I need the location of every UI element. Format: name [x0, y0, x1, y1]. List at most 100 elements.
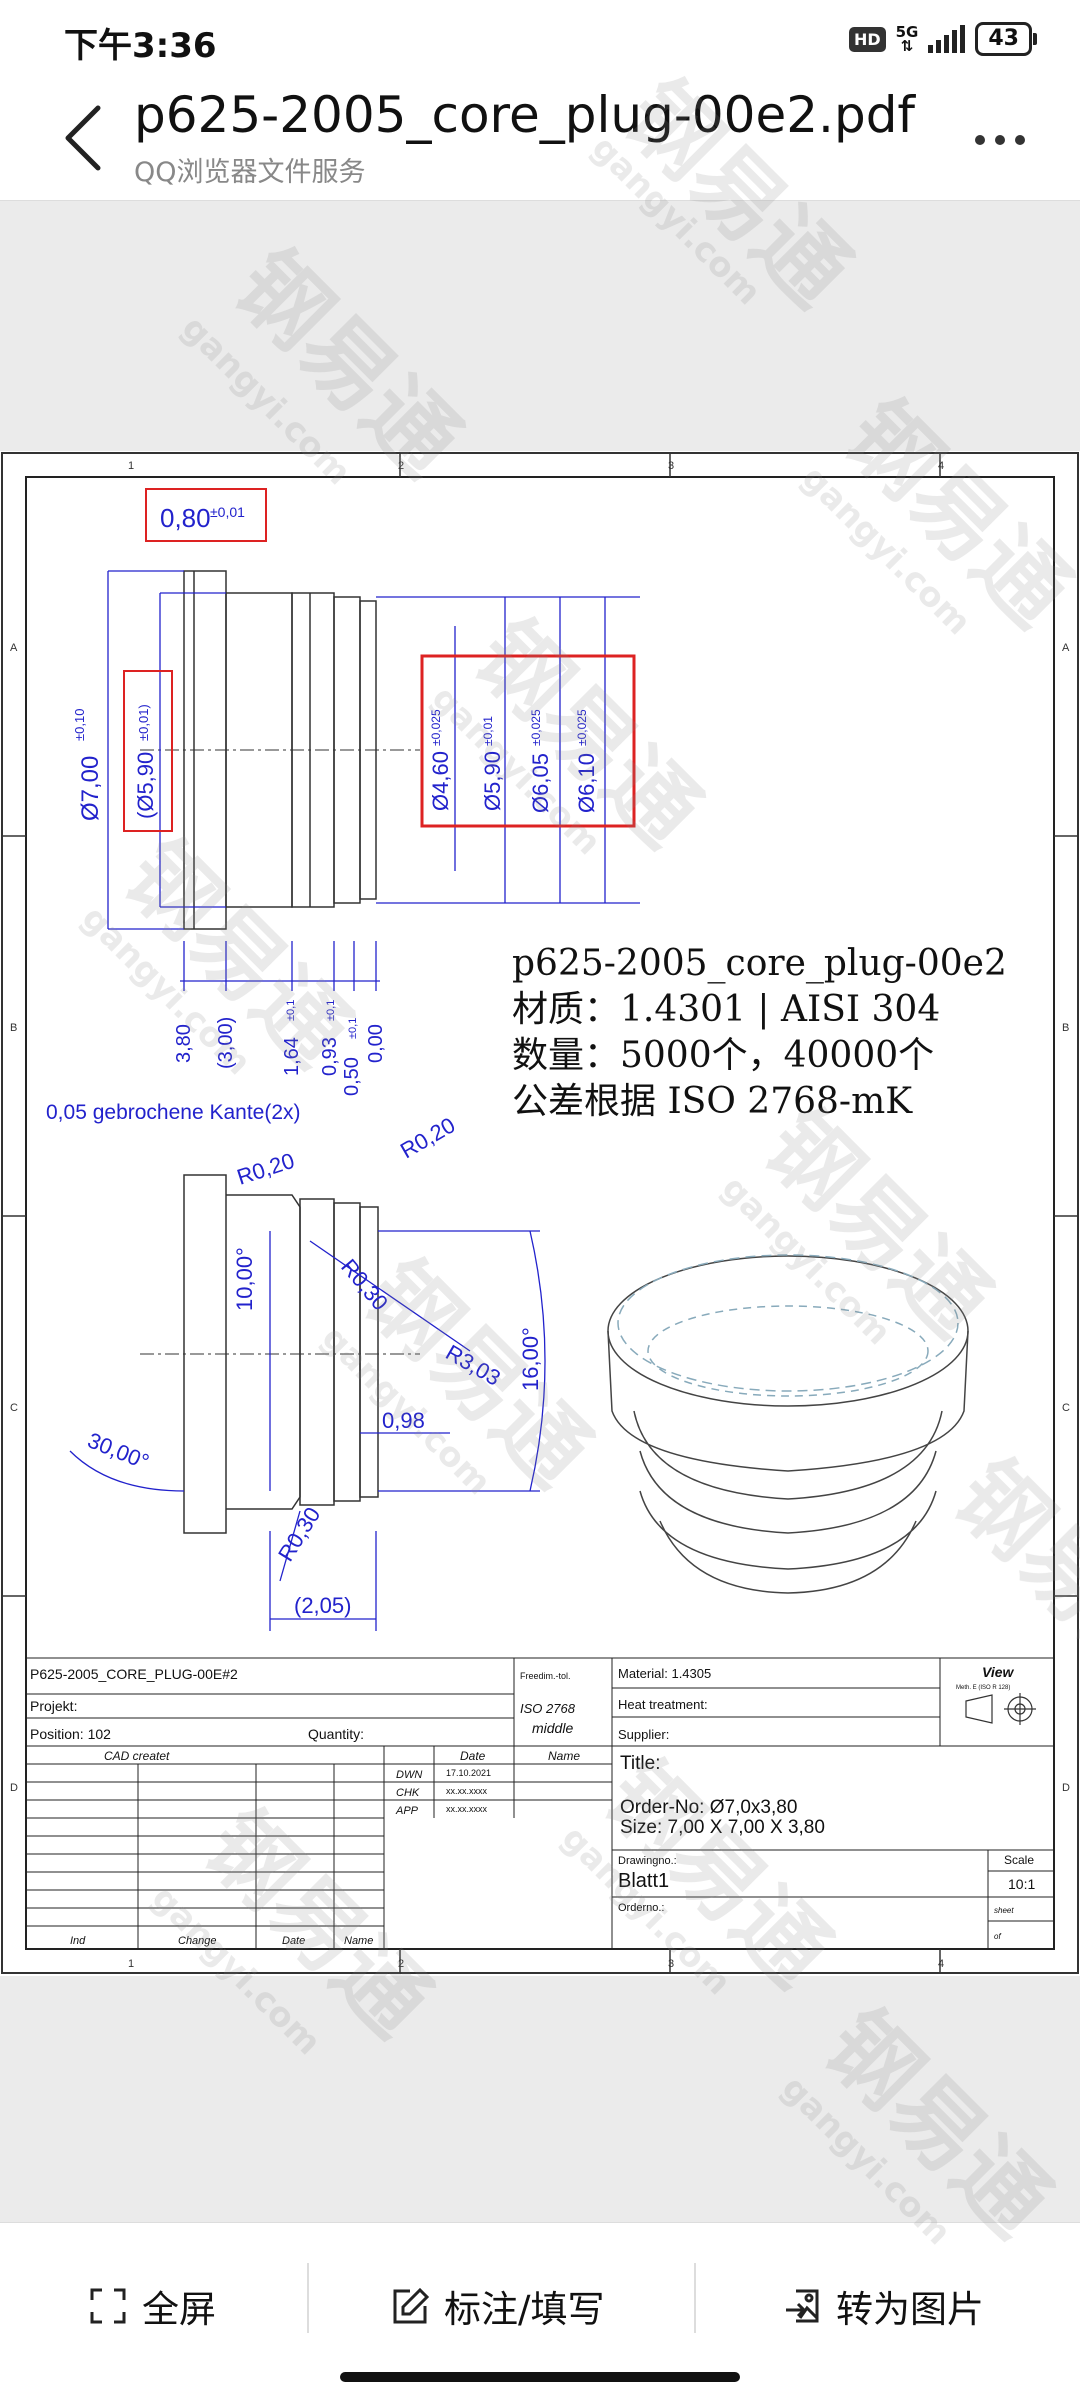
title-block — [25, 1657, 1055, 1950]
edit-icon — [393, 2287, 430, 2324]
grid-col-2: 2 — [398, 460, 404, 472]
tb-app: APP — [395, 1805, 419, 1817]
toolbar-divider — [694, 2263, 696, 2333]
grid-row-d-right: D — [1062, 1782, 1070, 1794]
tb-ind: Ind — [70, 1935, 86, 1947]
dim-d590: Ø5,90 — [480, 751, 505, 811]
convert-to-image-button[interactable]: 转为图片 — [782, 2271, 984, 2341]
more-options-icon[interactable] — [960, 120, 1040, 160]
dim-d590-tol: ±0,01 — [481, 716, 495, 746]
tb-chk: CHK — [396, 1787, 420, 1799]
tolerance-box-bores — [420, 654, 636, 828]
image-convert-icon — [786, 2289, 819, 2323]
tb-chk-date: xx.xx.xxxx — [446, 1786, 488, 1796]
status-bar: 下午3:36 HD 5G⇅ 43 — [0, 0, 1080, 80]
tb-middle: middle — [532, 1720, 573, 1736]
dim-d590-ref-tol: ±0,01) — [136, 704, 151, 741]
info-tolerance: 公差根据 ISO 2768-mK — [512, 1081, 913, 1122]
dim-000: 0,00 — [365, 1024, 387, 1063]
tolerance-box-590 — [123, 670, 173, 832]
grid-row-b-right: B — [1062, 1022, 1069, 1034]
convert-to-image-label: 转为图片 — [836, 2288, 984, 2331]
dim-164: 1,64 — [281, 1037, 303, 1076]
tb-quantity: Quantity: — [308, 1726, 364, 1742]
dim-080-tol: ±0,01 — [210, 504, 245, 520]
part-profile-top — [140, 570, 420, 930]
tb-sheet: sheet — [994, 1906, 1014, 1915]
dim-380: 3,80 — [173, 1024, 195, 1063]
info-material: 材质：1.4301 | AISI 304 — [512, 989, 940, 1030]
tb-size: Size: 7,00 X 7,00 X 3,80 — [620, 1817, 825, 1838]
dim-d460: Ø4,60 — [428, 751, 453, 811]
status-icons: HD 5G⇅ 43 — [848, 22, 1037, 56]
tb-order-no: Order-No: Ø7,0x3,80 — [620, 1797, 797, 1818]
tb-app-date: xx.xx.xxxx — [446, 1804, 488, 1814]
document-title: p625-2005_core_plug-00e2.pdf — [134, 86, 916, 144]
dim-098: 0,98 — [382, 1408, 425, 1433]
grid-col-3-bottom: 3 — [668, 1958, 674, 1970]
annotate-button[interactable]: 标注/填写 — [390, 2271, 604, 2341]
tb-blatt: Blatt1 — [618, 1870, 669, 1892]
tb-title: Title: — [620, 1753, 660, 1774]
dim-d700-tol: ±0,10 — [72, 709, 87, 741]
part-profile-section — [140, 1174, 420, 1534]
grid-row-c: C — [10, 1402, 18, 1414]
dim-050-tol: ±0,1 — [347, 1018, 359, 1039]
dim-d605-tol: ±0,025 — [529, 709, 543, 746]
grid-row-b: B — [10, 1022, 17, 1034]
grid-row-d: D — [10, 1782, 18, 1794]
battery-icon: 43 — [975, 22, 1037, 56]
dim-080: 0,80 — [160, 503, 211, 533]
tb-drawingno: Drawingno.: — [618, 1855, 677, 1867]
tb-of: of — [994, 1932, 1001, 1941]
dim-r030-bottom: R0,30 — [273, 1503, 325, 1566]
dim-r020-right: R0,20 — [396, 1112, 459, 1163]
tb-cad: CAD createt — [104, 1749, 170, 1763]
tb-part: P625-2005_CORE_PLUG-00E#2 — [30, 1666, 238, 1682]
grid-row-a: A — [10, 642, 18, 654]
dim-r303: R3,03 — [442, 1340, 505, 1391]
tb-change: Change — [178, 1935, 217, 1947]
tb-scale: 10:1 — [1008, 1876, 1035, 1892]
tb-date-header: Date — [460, 1749, 486, 1763]
tb-projekt: Projekt: — [30, 1698, 77, 1714]
info-quantity: 数量：5000个，40000个 — [512, 1035, 934, 1076]
tb-view: View — [982, 1664, 1014, 1680]
document-source: QQ浏览器文件服务 — [134, 157, 366, 188]
home-indicator[interactable] — [340, 2372, 740, 2382]
dim-300: (3,00) — [215, 1017, 237, 1069]
bottom-toolbar: 全屏 标注/填写 转为图片 — [0, 2222, 1080, 2401]
tb-scale-header: Scale — [1004, 1853, 1034, 1867]
title-bar: p625-2005_core_plug-00e2.pdf QQ浏览器文件服务 — [0, 80, 1080, 201]
dim-d590-ref: (Ø5,90 — [133, 752, 158, 819]
grid-col-1-bottom: 1 — [128, 1958, 134, 1970]
tb-material: Material: 1.4305 — [618, 1666, 711, 1681]
fullscreen-button[interactable]: 全屏 — [88, 2271, 216, 2341]
back-arrow-icon[interactable] — [50, 98, 120, 178]
tb-heat: Heat treatment: — [618, 1697, 708, 1712]
dim-093: 0,93 — [319, 1037, 341, 1076]
tb-supplier: Supplier: — [618, 1727, 669, 1742]
signal-icon — [928, 25, 966, 53]
tb-date2: Date — [282, 1935, 305, 1947]
watermark-brand: 钢易通 — [804, 1991, 1069, 2256]
dim-d460-tol: ±0,025 — [429, 709, 443, 746]
projection-symbol-icon — [965, 1693, 1036, 1725]
grid-col-1: 1 — [128, 460, 134, 472]
dim-angle-30: 30,00° — [84, 1427, 153, 1474]
tb-name-header: Name — [548, 1749, 580, 1763]
network-icon: 5G⇅ — [895, 23, 919, 55]
tb-orderno: Orderno.: — [618, 1902, 664, 1914]
top-view-dimensions — [107, 570, 640, 991]
info-part-number: p625-2005_core_plug-00e2 — [512, 943, 1007, 984]
dim-d610-tol: ±0,025 — [575, 709, 589, 746]
dim-d605: Ø6,05 — [528, 753, 553, 813]
grid-col-2-bottom: 2 — [398, 1958, 404, 1970]
toolbar-divider — [307, 2263, 309, 2333]
tb-freedim: Freedim.-tol. — [520, 1671, 571, 1681]
tb-dwn-date: 17.10.2021 — [446, 1768, 491, 1778]
tb-view-sub: Meth. E (ISO R 128) — [956, 1685, 1010, 1691]
dim-050: 0,50 — [341, 1057, 363, 1096]
tolerance-box-080 — [145, 488, 267, 542]
grid-col-4: 4 — [938, 460, 944, 472]
